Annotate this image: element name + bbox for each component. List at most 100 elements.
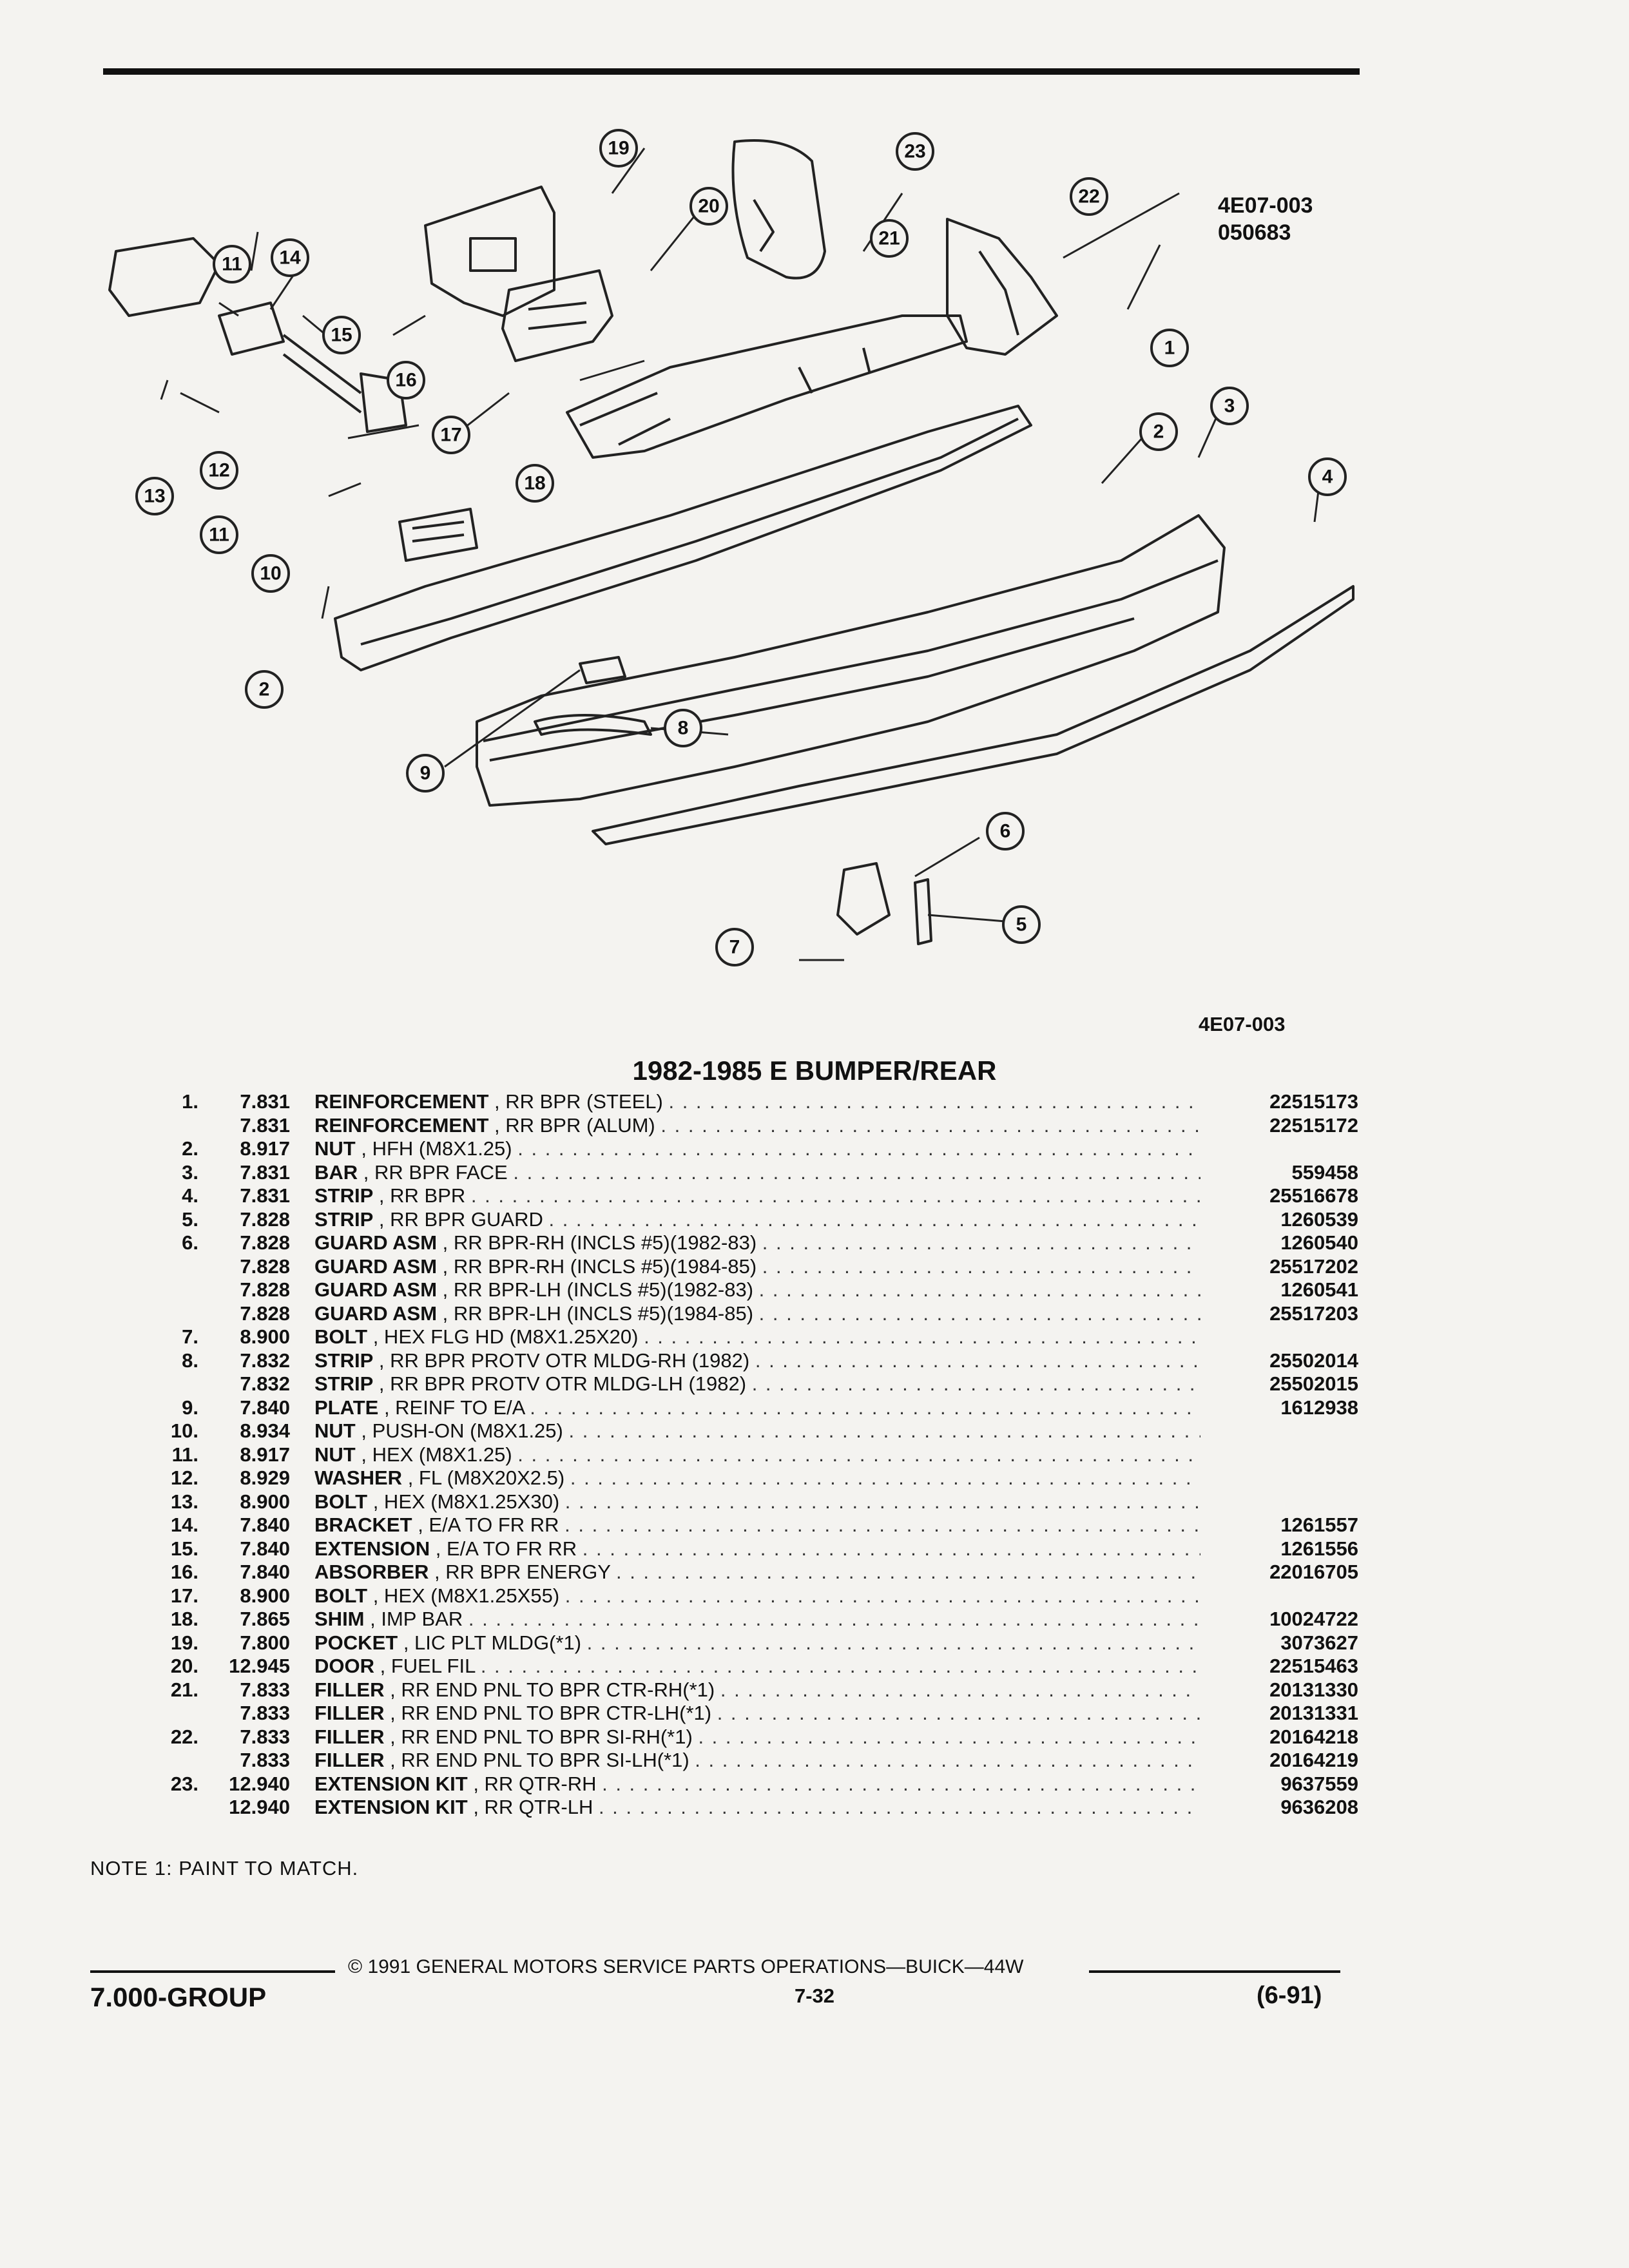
callout-14: 14 — [271, 238, 309, 277]
item-number: 1. — [182, 1090, 198, 1113]
part-number: 20131331 — [1269, 1702, 1358, 1724]
part-detail: , RR BPR GUARD — [378, 1207, 543, 1231]
frame-rail-part — [108, 237, 220, 317]
dot-leader: . . . . . . . . . . . . . . . . . . . . … — [668, 1090, 1200, 1113]
item-number: 13. — [170, 1490, 198, 1513]
svg-text:22: 22 — [1078, 186, 1099, 207]
fuel-door-part — [501, 269, 613, 362]
part-name: REINFORCEMENT — [314, 1113, 489, 1137]
part-name: BRACKET — [314, 1514, 412, 1536]
part-description: EXTENSION , E/A TO FR RR . . . . . . . .… — [314, 1537, 1200, 1561]
part-number: 22515173 — [1269, 1090, 1358, 1113]
callout-7: 7 — [715, 928, 754, 966]
dot-leader: . . . . . . . . . . . . . . . . . . . . … — [570, 1466, 1200, 1489]
dot-leader: . . . . . . . . . . . . . . . . . . . . … — [660, 1113, 1200, 1137]
part-name: EXTENSION KIT — [314, 1796, 468, 1818]
part-number: 1260540 — [1280, 1231, 1358, 1254]
part-description: WASHER , FL (M8X20X2.5) . . . . . . . . … — [314, 1466, 1200, 1490]
dot-leader: . . . . . . . . . . . . . . . . . . . . … — [602, 1772, 1200, 1795]
license-pocket-part — [424, 186, 555, 317]
part-description: GUARD ASM , RR BPR-LH (INCLS #5)(1982-83… — [314, 1278, 1200, 1302]
part-name: DOOR — [314, 1655, 374, 1677]
part-detail: , RR BPR-LH (INCLS #5)(1984-85) — [442, 1302, 754, 1325]
svg-text:8: 8 — [678, 718, 689, 739]
dot-leader: . . . . . . . . . . . . . . . . . . . . … — [582, 1537, 1200, 1560]
svg-text:2: 2 — [259, 679, 270, 700]
part-name: SHIM — [314, 1608, 365, 1630]
part-number: 20131330 — [1269, 1678, 1358, 1701]
part-detail: , HFH (M8X1.25) — [361, 1137, 512, 1160]
part-detail: , E/A TO FR RR — [418, 1514, 559, 1536]
part-name: FILLER — [314, 1678, 385, 1701]
footer-rule-left — [90, 1970, 335, 1973]
part-number: 25516678 — [1269, 1184, 1358, 1207]
dot-leader: . . . . . . . . . . . . . . . . . . . . … — [720, 1678, 1200, 1701]
part-detail: , E/A TO FR RR — [435, 1537, 577, 1560]
callout-21: 21 — [870, 219, 909, 258]
group-number: 8.900 — [240, 1584, 290, 1607]
group-number: 7.828 — [240, 1231, 290, 1254]
part-detail: , FL (M8X20X2.5) — [407, 1466, 565, 1489]
part-name: EXTENSION KIT — [314, 1772, 468, 1795]
dot-leader: . . . . . . . . . . . . . . . . . . . . … — [517, 1137, 1200, 1160]
part-description: REINFORCEMENT , RR BPR (STEEL) . . . . .… — [314, 1090, 1200, 1114]
part-number: 10024722 — [1269, 1608, 1358, 1630]
svg-text:20: 20 — [698, 196, 719, 217]
part-description: FILLER , RR END PNL TO BPR SI-LH(*1) . .… — [314, 1749, 1200, 1773]
dot-leader: . . . . . . . . . . . . . . . . . . . . … — [568, 1419, 1200, 1442]
absorber-shaft — [282, 334, 362, 414]
dot-leader: . . . . . . . . . . . . . . . . . . . . … — [751, 1372, 1200, 1395]
dot-leader: . . . . . . . . . . . . . . . . . . . . … — [513, 1160, 1200, 1184]
callout-23: 23 — [896, 132, 934, 171]
callout-4: 4 — [1308, 457, 1347, 496]
item-number: 16. — [170, 1561, 198, 1583]
part-number: 1260541 — [1280, 1278, 1358, 1301]
dot-leader: . . . . . . . . . . . . . . . . . . . . … — [762, 1254, 1200, 1278]
part-name: POCKET — [314, 1631, 398, 1654]
item-number: 17. — [170, 1584, 198, 1607]
part-description: FILLER , RR END PNL TO BPR CTR-RH(*1) . … — [314, 1678, 1200, 1702]
part-detail: , RR BPR (ALUM) — [494, 1113, 655, 1137]
svg-text:17: 17 — [440, 425, 461, 446]
dot-leader: . . . . . . . . . . . . . . . . . . . . … — [758, 1278, 1200, 1301]
reinforcement-part — [334, 405, 1032, 671]
bracket-part — [218, 302, 285, 356]
part-description: EXTENSION KIT , RR QTR-RH . . . . . . . … — [314, 1773, 1200, 1796]
part-name: STRIP — [314, 1372, 374, 1395]
item-number: 2. — [182, 1137, 198, 1160]
part-detail: , PUSH-ON (M8X1.25) — [361, 1419, 563, 1442]
part-detail: , IMP BAR — [370, 1608, 463, 1630]
part-number: 25502015 — [1269, 1372, 1358, 1395]
part-detail: , REINF TO E/A — [383, 1396, 525, 1419]
part-detail: , RR BPR (STEEL) — [494, 1090, 663, 1113]
dot-leader: . . . . . . . . . . . . . . . . . . . . … — [644, 1325, 1200, 1348]
part-detail: , RR END PNL TO BPR CTR-LH(*1) — [390, 1702, 712, 1724]
part-number: 559458 — [1291, 1160, 1358, 1184]
part-name: BOLT — [314, 1584, 368, 1607]
dot-leader: . . . . . . . . . . . . . . . . . . . . … — [548, 1207, 1200, 1231]
part-detail: , RR BPR PROTV OTR MLDG-RH (1982) — [378, 1349, 750, 1372]
part-description: STRIP , RR BPR PROTV OTR MLDG-RH (1982) … — [314, 1349, 1200, 1373]
part-number: 22016705 — [1269, 1561, 1358, 1583]
part-detail: , RR QTR-LH — [473, 1796, 593, 1818]
svg-text:3: 3 — [1224, 396, 1235, 417]
callout-3: 3 — [1210, 387, 1249, 425]
group-number: 7.831 — [240, 1160, 290, 1184]
group-number: 7.840 — [240, 1537, 290, 1560]
dot-leader: . . . . . . . . . . . . . . . . . . . . … — [717, 1702, 1200, 1724]
dot-leader: . . . . . . . . . . . . . . . . . . . . … — [615, 1561, 1200, 1583]
part-name: ABSORBER — [314, 1561, 429, 1583]
group-number: 8.917 — [240, 1137, 290, 1160]
svg-text:21: 21 — [878, 228, 900, 249]
svg-text:5: 5 — [1016, 914, 1027, 936]
item-number: 3. — [182, 1160, 198, 1184]
